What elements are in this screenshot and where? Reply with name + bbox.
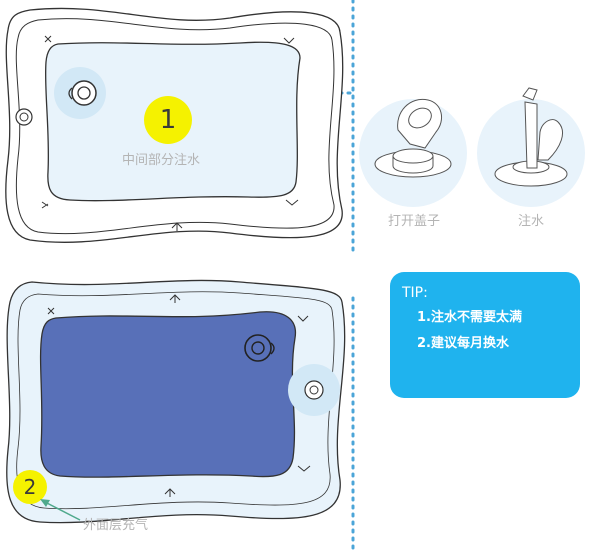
tie-mark (297, 315, 309, 322)
air-valve-icon (304, 380, 324, 400)
water-cap-icon-inner (77, 86, 91, 100)
water-cap-icon (244, 334, 272, 362)
step-1-number: 1 (159, 105, 177, 135)
water-cap-icon (71, 80, 97, 106)
step-2-number: 2 (23, 475, 37, 499)
tip-item-2: 2.建议每月换水 (417, 336, 509, 351)
air-valve-icon (15, 108, 33, 126)
step-1-badge-bg (144, 96, 192, 144)
tie-mark (169, 294, 181, 303)
detail-fill-water (477, 87, 585, 207)
tie-mark (47, 307, 55, 315)
water-cap-tab (270, 342, 275, 355)
detail-label-fill-water: 注水 (518, 214, 545, 229)
mat-inner-border (16, 291, 335, 510)
tie-mark (171, 222, 183, 231)
water-chamber-bottom (39, 311, 297, 478)
valve-neck-side (392, 156, 434, 174)
tie-mark (164, 488, 176, 497)
tip-item-1: 1.注水不需要太满 (417, 310, 522, 325)
tie-mark (285, 199, 299, 206)
water-cap-icon-inner (251, 341, 265, 355)
tie-mark (41, 201, 49, 209)
tip-title: TIP: (402, 285, 428, 301)
step-2-badge-bg (13, 470, 47, 504)
pointer-arrow (42, 500, 81, 521)
open-lid-rim (408, 107, 432, 129)
water-mat-bottom (6, 279, 346, 524)
detail-label-open-cap: 打开盖子 (388, 214, 441, 229)
tie-mark (44, 35, 52, 43)
detail-open-cap (359, 98, 467, 207)
open-lid-icon (537, 119, 563, 161)
pointer-arrowhead (40, 499, 50, 507)
water-stream-icon (524, 101, 538, 169)
air-valve-icon-inner (19, 112, 29, 122)
tip-box: TIP: 1.注水不需要太满 2.建议每月换水 (390, 272, 580, 398)
tie-mark (283, 37, 295, 44)
faucet-spout-icon (522, 87, 538, 101)
air-valve-icon-inner (309, 385, 319, 395)
step-2-caption: 外面层充气 (83, 518, 149, 533)
tie-mark (297, 465, 311, 472)
water-cap-tab (68, 87, 73, 100)
step-1-caption: 中间部分注水 (122, 153, 201, 168)
valve-neck (392, 148, 434, 164)
